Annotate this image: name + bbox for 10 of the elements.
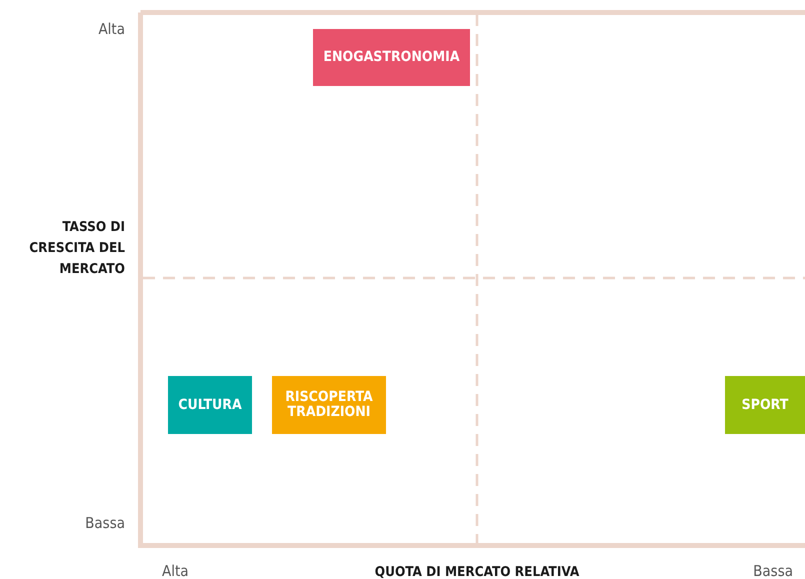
axis-title: QUOTA DI MERCATO RELATIVA	[374, 563, 580, 579]
axis-level-label: Bassa	[84, 514, 125, 532]
category-box: RISCOPERTA TRADIZIONI	[272, 376, 386, 434]
category-box: CULTURA	[168, 376, 252, 434]
category-box: ENOGASTRONOMIA	[313, 29, 470, 86]
axis-title: TASSO DI CRESCITA DEL MERCATO	[28, 218, 125, 279]
axis-level-label: Bassa	[753, 562, 793, 579]
category-box: SPORT	[725, 376, 805, 434]
axis-level-label: Alta	[97, 20, 125, 38]
axis-level-label: Alta	[162, 562, 189, 579]
